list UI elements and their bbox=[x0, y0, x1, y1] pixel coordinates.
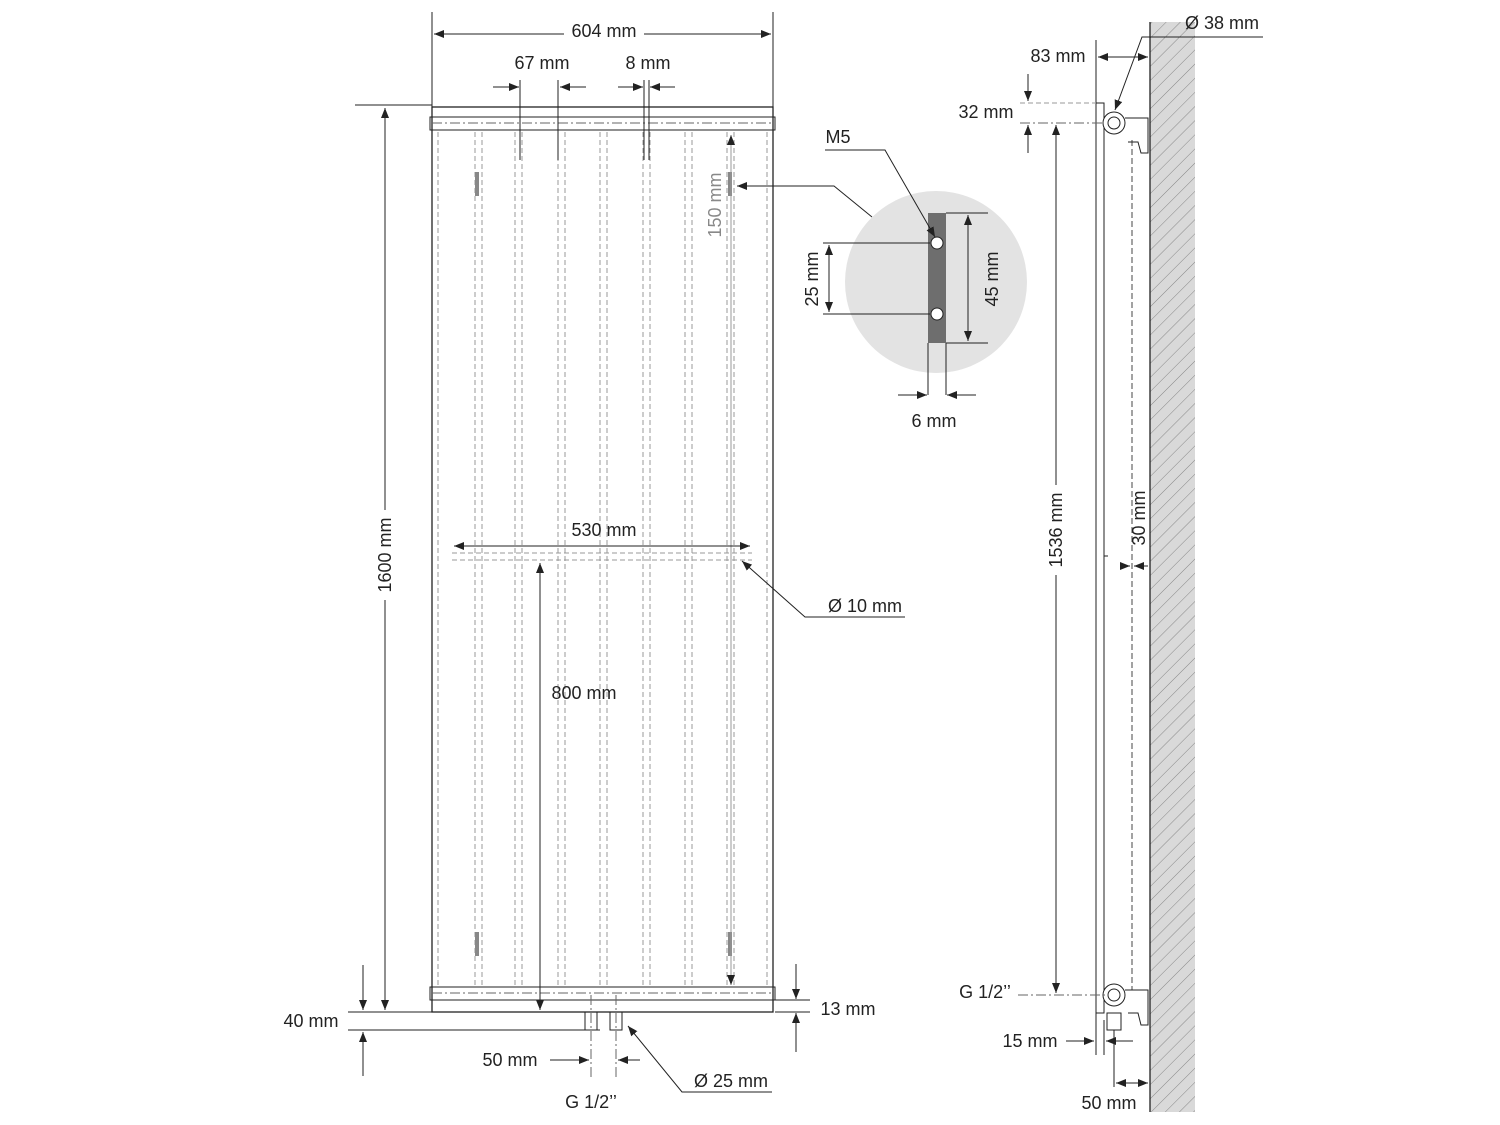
rail-gap-label: 30 mm bbox=[1129, 490, 1149, 545]
rail-length-label: 530 mm bbox=[571, 520, 636, 540]
rail-height-label: 800 mm bbox=[551, 683, 616, 703]
width-label: 604 mm bbox=[571, 21, 636, 41]
top-collector bbox=[429, 116, 776, 131]
bracket-mark bbox=[475, 172, 479, 196]
tube-width-label: 8 mm bbox=[626, 53, 671, 73]
pipe-diameter-label: Ø 38 mm bbox=[1185, 13, 1259, 33]
tube-spacing-label: 67 mm bbox=[514, 53, 569, 73]
hole-spacing-label: 25 mm bbox=[802, 251, 822, 306]
centre-distance-label: 1536 mm bbox=[1046, 492, 1066, 567]
tubes bbox=[437, 132, 768, 985]
floor-gap-label: 40 mm bbox=[283, 1011, 338, 1031]
connection-spacing-label: 50 mm bbox=[482, 1050, 537, 1070]
rail-diameter-label: Ø 10 mm bbox=[828, 596, 902, 616]
screw-label: M5 bbox=[825, 127, 850, 147]
side-view: Ø 38 mm 83 mm 32 mm 1536 mm 30 mm G 1/2’… bbox=[958, 13, 1263, 1113]
bracket-offset-label: 150 mm bbox=[705, 172, 725, 237]
screw-hole bbox=[930, 307, 944, 321]
connection-wall-label: 50 mm bbox=[1081, 1093, 1136, 1113]
bracket-width-label: 6 mm bbox=[912, 411, 957, 431]
top-bracket bbox=[1102, 111, 1149, 154]
bottom-offset-label: 13 mm bbox=[820, 999, 875, 1019]
bracket-length-label: 45 mm bbox=[982, 251, 1002, 306]
bracket-strip bbox=[928, 213, 946, 343]
bracket-detail: M5 25 mm 45 mm 6 mm bbox=[737, 127, 1027, 431]
thread-label: G 1/2’’ bbox=[565, 1092, 617, 1112]
panel-depth-label: 15 mm bbox=[1002, 1031, 1057, 1051]
connection-diameter-label: Ø 25 mm bbox=[694, 1071, 768, 1091]
top-offset-label: 32 mm bbox=[958, 102, 1013, 122]
height-label: 1600 mm bbox=[375, 517, 395, 592]
bottom-bracket bbox=[1102, 983, 1149, 1031]
wall bbox=[1150, 22, 1195, 1112]
front-view: 604 mm 67 mm 8 mm 1600 mm 150 mm 530 mm … bbox=[283, 12, 905, 1112]
radiator-outline bbox=[431, 106, 774, 1013]
bracket-mark bbox=[475, 932, 479, 956]
panel-side bbox=[1095, 102, 1105, 1014]
side-thread-label: G 1/2’’ bbox=[959, 982, 1011, 1002]
connection-pipe bbox=[609, 1011, 623, 1031]
screw-hole bbox=[930, 236, 944, 250]
bottom-collector bbox=[429, 986, 776, 1001]
wall-distance-label: 83 mm bbox=[1030, 46, 1085, 66]
